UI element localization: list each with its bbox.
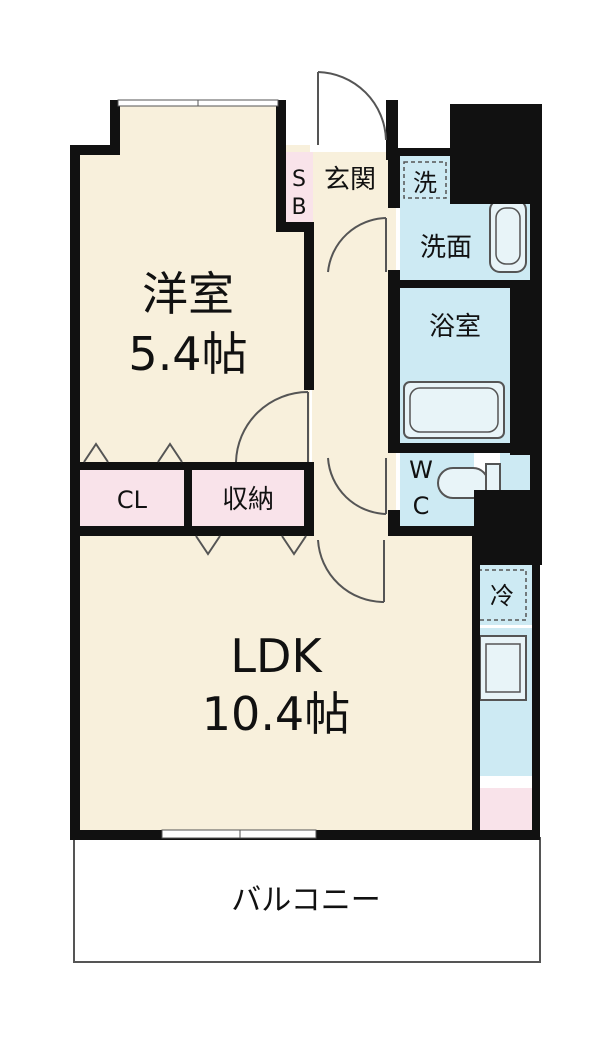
western-room-bay [118,104,280,149]
corridor-door-top [327,217,387,273]
closet-area [78,470,184,528]
ldk-door [317,539,385,604]
western-room-size: 5.4帖 [128,327,247,381]
shoebox-b-label: B [291,195,306,220]
ldk-size: 10.4帖 [202,687,350,741]
shoebox-s-label: S [292,167,306,192]
bathtub-inner [409,387,499,433]
wash-basin-bowl [495,207,521,265]
kitchen-sink [479,635,527,701]
bathtub [403,381,505,439]
storage-label: 収納 [222,485,274,515]
corridor-floor [312,200,396,540]
western-room-name: 洋室 [142,267,234,321]
bathroom-label: 浴室 [429,312,481,342]
western-room-door [235,391,309,463]
ldk-name: LDK [230,629,323,683]
toilet-tank-area [500,452,532,492]
kitchen-sink-bowl [485,643,521,693]
entrance-label: 玄関 [324,165,376,195]
washing-machine-dashed-box [403,161,447,199]
toilet-w-label: W [409,456,433,484]
ldk-floor [78,535,472,833]
closet-label: CL [117,486,148,514]
washing-machine-label: 洗 [413,169,437,197]
entrance-door [317,71,387,145]
ldk-window [161,829,317,839]
fridge-label: 冷 [490,582,514,610]
door-swings [235,71,387,604]
fridge-area [476,565,532,625]
toilet-door [327,457,387,515]
toilet-c-label: C [413,492,430,520]
storage-area [192,470,304,528]
kitchen-end-storage [476,788,532,833]
entrance-floor [312,152,396,200]
folding-door-marks [83,442,307,556]
western-room-floor [78,145,310,465]
shoebox-area [285,152,313,222]
balcony [73,837,541,963]
balcony-label: バルコニー [231,883,380,918]
washroom-label: 洗面 [420,233,472,263]
